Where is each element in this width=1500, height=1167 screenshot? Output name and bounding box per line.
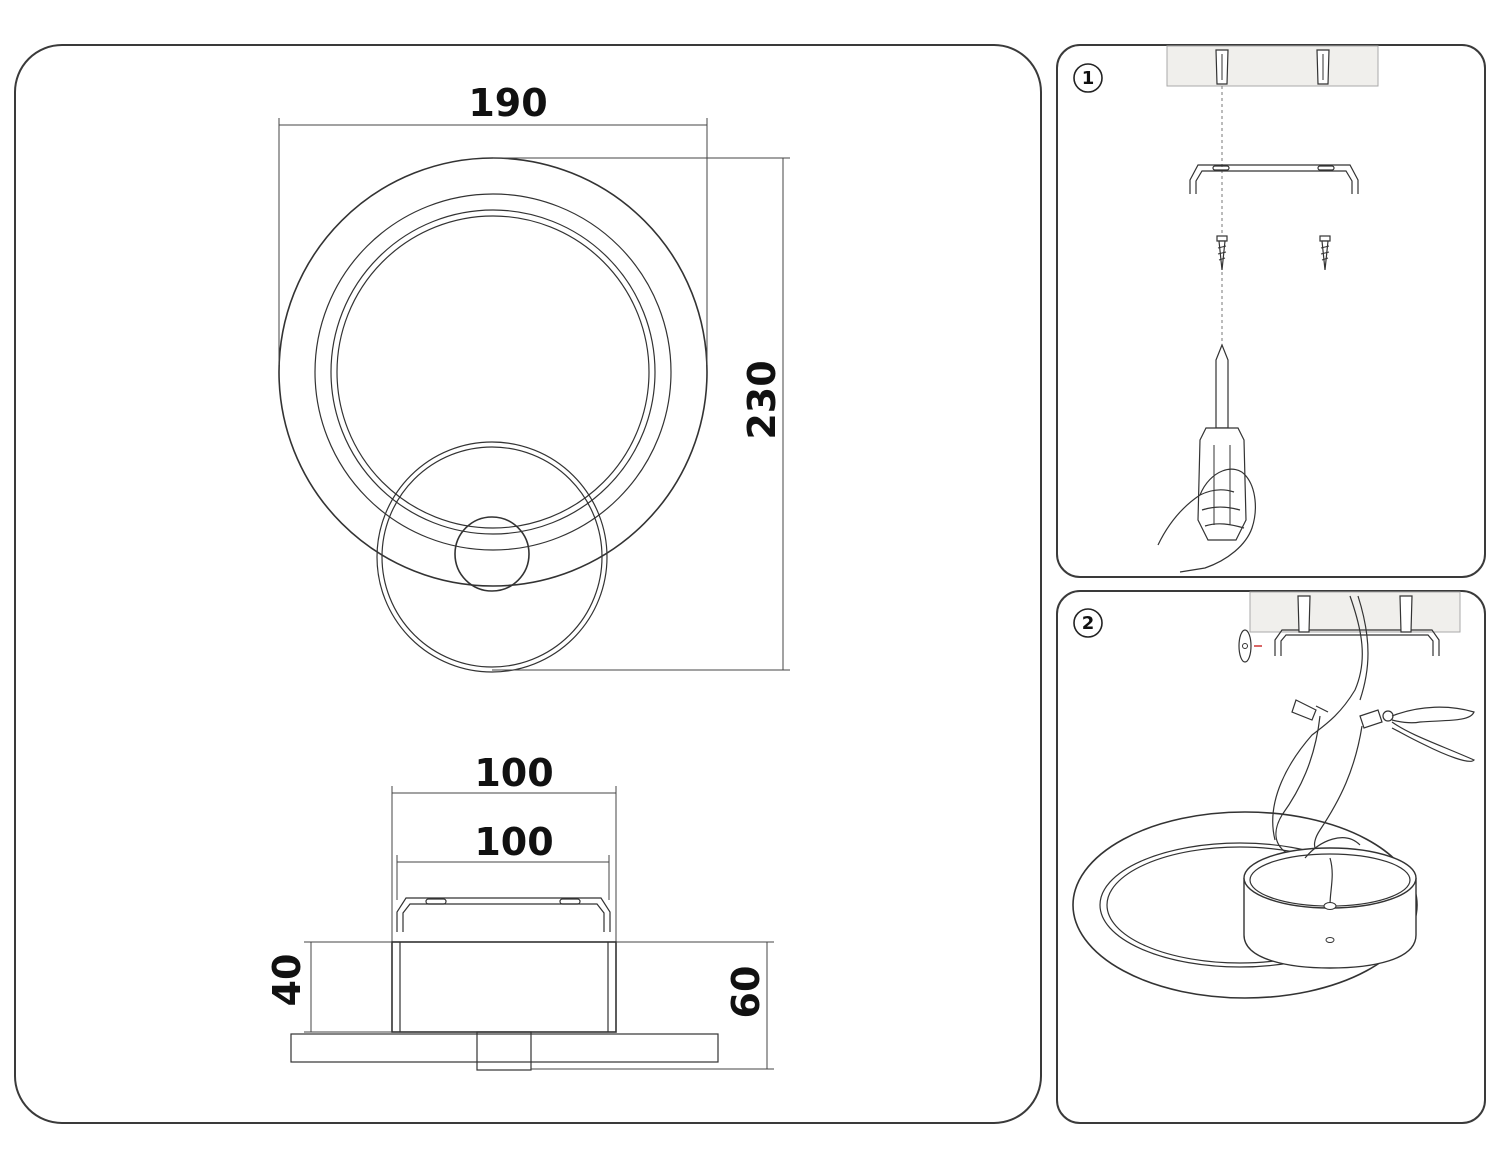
- canopy-body: [391, 941, 617, 1033]
- screw-icon: [1319, 235, 1331, 271]
- step-2-illustration: 2: [1072, 591, 1475, 999]
- step-2-badge: [1073, 608, 1103, 638]
- pliers-icon: [1391, 706, 1475, 762]
- ring-side-profile: [290, 1033, 719, 1063]
- top-width-label: 100: [474, 751, 553, 795]
- side-view: 100 100 40 60: [265, 751, 774, 1071]
- mounting-bracket: [396, 897, 611, 932]
- total-height-label: 60: [724, 966, 768, 1019]
- dimension-panel: [14, 44, 1042, 1124]
- front-view: 190 230: [278, 81, 790, 673]
- wall-plate: [376, 441, 608, 673]
- hub-joint: [454, 516, 530, 592]
- width-dimension-label: 190: [468, 81, 547, 125]
- mounted-bracket-icon: [1274, 629, 1440, 656]
- step-2-number: 2: [1082, 613, 1095, 634]
- ring-connector: [476, 1031, 532, 1071]
- bracket-width-label: 100: [474, 820, 553, 864]
- wall-anchor-icon: [1297, 595, 1311, 633]
- base-height-label: 40: [265, 954, 309, 1007]
- height-dimension-label: 230: [740, 360, 784, 439]
- ring-light-edge: [336, 215, 650, 529]
- step-1-number: 1: [1082, 68, 1095, 89]
- screwdriver-icon: [1197, 343, 1247, 541]
- hand-icon: [1157, 468, 1256, 573]
- supply-cable: [1272, 595, 1363, 841]
- outer-ring: [278, 157, 708, 587]
- step-1-badge: [1073, 63, 1103, 93]
- ceiling-surface: [1166, 45, 1379, 87]
- wire-connector-icon: [1291, 699, 1329, 721]
- ring-inner-edge: [314, 193, 672, 551]
- washer-icon: [1238, 629, 1252, 663]
- ring-light-icon: [1072, 811, 1418, 999]
- wall-anchor-icon: [1399, 595, 1413, 633]
- step-1-illustration: 1: [1073, 45, 1379, 573]
- mounting-bracket-icon: [1189, 164, 1359, 194]
- step-1-panel: [1056, 44, 1486, 578]
- wire-connector-icon: [1359, 709, 1394, 729]
- screw-icon: [1216, 235, 1228, 271]
